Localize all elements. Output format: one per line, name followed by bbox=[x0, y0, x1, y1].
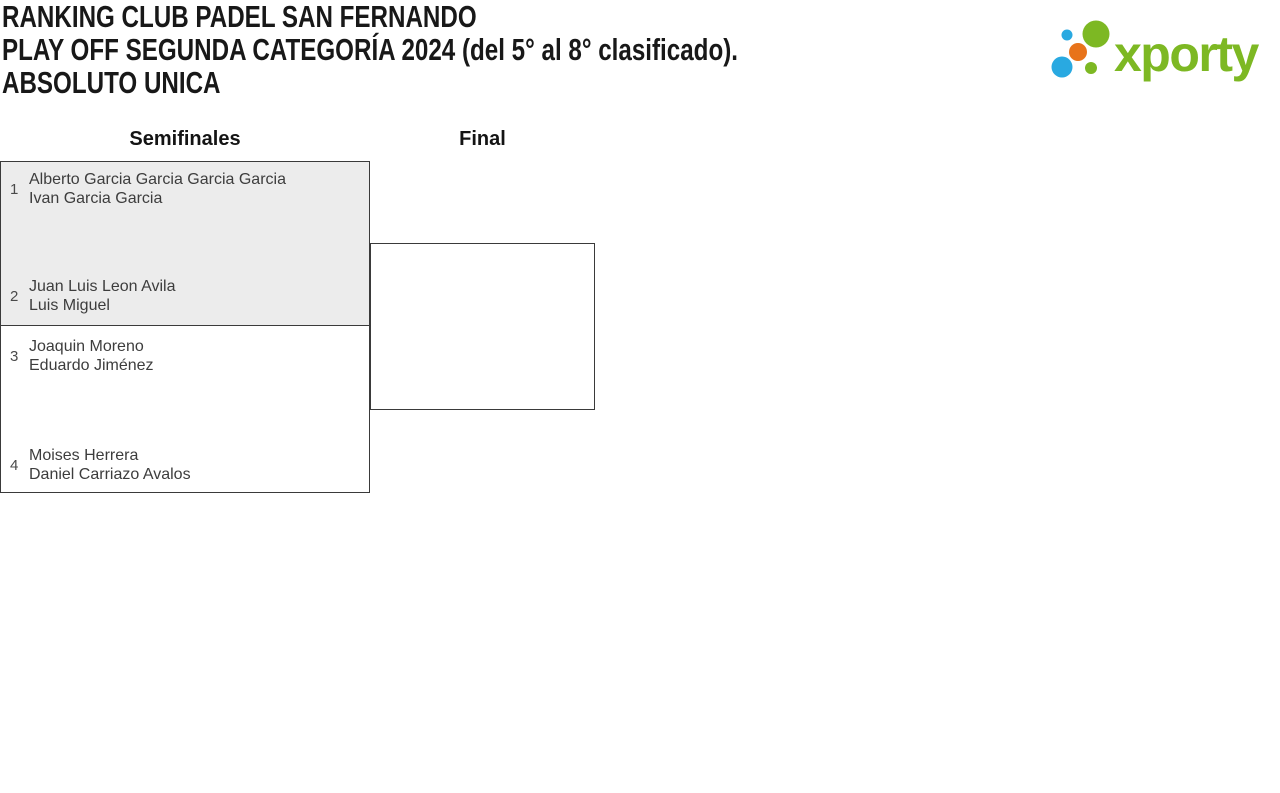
player-name: Joaquin Moreno bbox=[29, 338, 144, 355]
page-title: RANKING CLUB PADEL SAN FERNANDO PLAY OFF… bbox=[2, 0, 738, 99]
team-seed-3[interactable]: 3 Joaquin Moreno Eduardo Jiménez bbox=[1, 337, 369, 375]
team-seed-1[interactable]: 1 Alberto Garcia Garcia Garcia Garcia Iv… bbox=[1, 170, 369, 208]
team-players: Alberto Garcia Garcia Garcia Garcia Ivan… bbox=[29, 170, 286, 208]
round-header-semifinales: Semifinales bbox=[129, 128, 241, 150]
player-name: Ivan Garcia Garcia bbox=[29, 190, 163, 207]
team-players: Moises Herrera Daniel Carriazo Avalos bbox=[29, 446, 191, 484]
semifinal-match-1[interactable]: 1 Alberto Garcia Garcia Garcia Garcia Iv… bbox=[0, 161, 370, 326]
semifinal-match-2[interactable]: 3 Joaquin Moreno Eduardo Jiménez 4 Moise… bbox=[0, 326, 370, 493]
team-players: Juan Luis Leon Avila Luis Miguel bbox=[29, 277, 175, 315]
player-name: Alberto Garcia Garcia Garcia Garcia bbox=[29, 171, 286, 188]
round-header-final: Final bbox=[459, 128, 506, 150]
xporty-logo[interactable]: xporty bbox=[1048, 6, 1280, 96]
logo-dot-blue-small bbox=[1061, 29, 1073, 41]
player-name: Daniel Carriazo Avalos bbox=[29, 466, 191, 483]
team-seed-2[interactable]: 2 Juan Luis Leon Avila Luis Miguel bbox=[1, 277, 369, 315]
title-line-3: ABSOLUTO UNICA bbox=[2, 65, 221, 100]
seed-number: 4 bbox=[10, 456, 19, 474]
logo-wordmark: xporty bbox=[1114, 26, 1260, 82]
logo-dot-green-small bbox=[1085, 62, 1097, 74]
player-name: Luis Miguel bbox=[29, 297, 110, 314]
player-name: Moises Herrera bbox=[29, 447, 139, 464]
seed-number: 2 bbox=[10, 287, 19, 305]
logo-dot-orange bbox=[1069, 43, 1087, 61]
player-name: Juan Luis Leon Avila bbox=[29, 278, 176, 295]
team-players: Joaquin Moreno Eduardo Jiménez bbox=[29, 337, 154, 375]
logo-dot-blue-large bbox=[1051, 56, 1073, 78]
seed-number: 1 bbox=[10, 180, 19, 198]
player-name: Eduardo Jiménez bbox=[29, 357, 154, 374]
logo-dot-green-large bbox=[1082, 20, 1110, 48]
final-match-box[interactable] bbox=[370, 243, 595, 410]
team-seed-4[interactable]: 4 Moises Herrera Daniel Carriazo Avalos bbox=[1, 446, 369, 484]
seed-number: 3 bbox=[10, 347, 19, 365]
title-line-1: RANKING CLUB PADEL SAN FERNANDO bbox=[2, 0, 477, 34]
title-line-2: PLAY OFF SEGUNDA CATEGORÍA 2024 (del 5° … bbox=[2, 32, 738, 67]
